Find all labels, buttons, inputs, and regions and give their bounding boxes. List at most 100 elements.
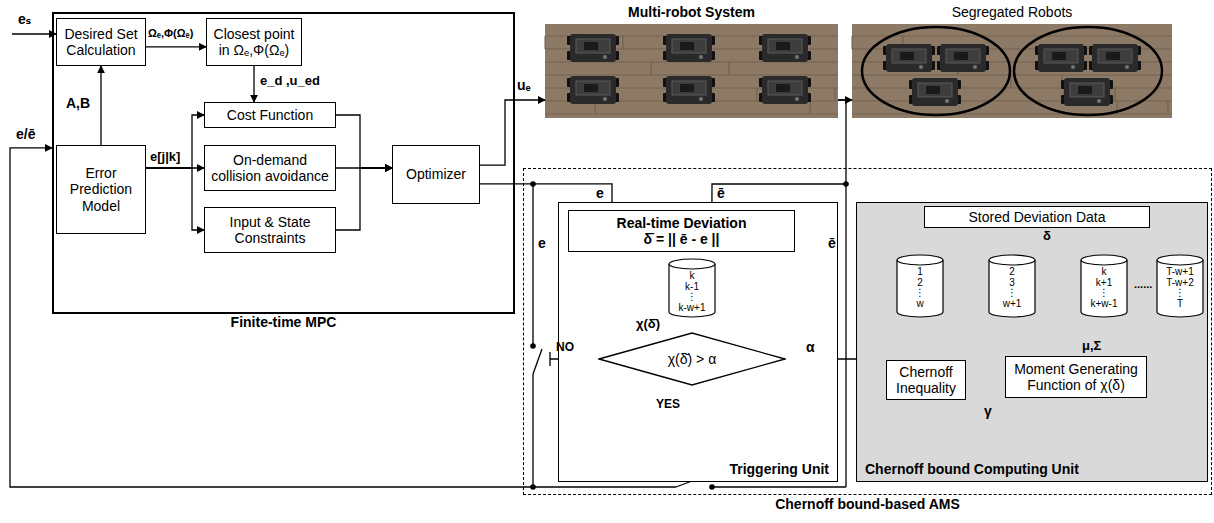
signal-label: ...... [1134, 278, 1152, 290]
diamond-shape [599, 333, 785, 385]
connector-arrow [146, 168, 204, 230]
group-circle [862, 27, 1010, 115]
robot-sensor [1125, 65, 1129, 69]
box-text: Moment Generating Function of χ(δ) [1010, 361, 1142, 393]
robot-body [762, 34, 808, 62]
robot-sensor [1071, 65, 1075, 69]
robot-plate [1044, 49, 1078, 63]
floor-plank [852, 101, 1172, 102]
junction-dot [530, 343, 536, 349]
section-heading: Triggering Unit [729, 461, 829, 477]
index-label: 3 [1009, 278, 1015, 289]
index-label: ⋮ [915, 288, 925, 299]
box-text: Real-time Deviation [617, 215, 747, 231]
robot-photo: Multi-robot System [545, 4, 838, 118]
floor-seam [810, 101, 811, 114]
floor-photo [852, 24, 1172, 118]
robot-plate [672, 81, 706, 95]
index-label: k-1 [685, 282, 699, 293]
edge-label: e_d ,u_ed [260, 74, 320, 88]
robot-body [912, 78, 958, 106]
section-heading: Segregated Robots [852, 4, 1172, 20]
floor-seam [651, 62, 652, 75]
index-label: 1 [917, 267, 923, 278]
robot-board [1078, 86, 1092, 94]
robot-sensor [919, 65, 923, 69]
database-cylinder: 23⋮w+1 [988, 254, 1036, 318]
floor-plank [852, 88, 1172, 89]
robot-figure [759, 34, 811, 62]
index-label: ⋮ [1099, 288, 1109, 299]
robot-figure [663, 76, 715, 104]
index-label: k [690, 271, 695, 282]
connector-arrow [480, 100, 545, 165]
index-label: ⋮ [1007, 288, 1017, 299]
connector-arrow [146, 46, 206, 47]
box-text: Chernoff Inequality [891, 364, 961, 396]
box-text: Input & State Constraints [209, 214, 331, 246]
input-arrow [12, 33, 56, 34]
section-heading: Finite-time MPC [54, 314, 513, 330]
robot-board [680, 42, 694, 50]
robot-sensor [795, 55, 799, 59]
edge-label: ē [717, 186, 725, 201]
robot-plate [1098, 49, 1132, 63]
decision-diamond: χ(δ̄) > α [598, 332, 786, 386]
robot-figure [1035, 44, 1087, 72]
robot-figure [937, 44, 989, 72]
floor-plank [852, 75, 1172, 76]
signal-wire [712, 486, 846, 487]
index-label: T-w+2 [1166, 278, 1194, 289]
junction-dot [530, 484, 536, 490]
edge-label: χ(δ̄) [636, 317, 660, 331]
robot-board [900, 52, 914, 60]
edge-label: e [596, 186, 604, 201]
index-label: w+1 [1003, 299, 1022, 310]
robot-board [776, 42, 790, 50]
floor-seam [1168, 101, 1169, 114]
signal-label: eₛ [18, 12, 31, 27]
robot-figure [1089, 44, 1141, 72]
index-label: k [1102, 267, 1107, 278]
robot-plate [1070, 83, 1104, 97]
robot-plate [946, 49, 980, 63]
database-cylinder: T-w+1T-w+2⋮T [1156, 254, 1204, 318]
edge-label: e/ē [16, 127, 35, 142]
connector-arrow [253, 66, 254, 102]
robot-sensor [1097, 99, 1101, 103]
robot-board [584, 42, 598, 50]
cylinder-top [1157, 255, 1203, 265]
dashed-region: Chernoff bound-based AMSTriggering UnitR… [523, 168, 1212, 495]
edge-label: e[j|k] [150, 150, 180, 164]
box-text: Desired Set Calculation [61, 26, 141, 58]
section-heading: Chernoff bound Computing Unit [865, 461, 1079, 477]
process-box: Chernoff Inequality [886, 360, 966, 400]
robot-plate [918, 83, 952, 97]
robot-figure [909, 78, 961, 106]
robot-sensor [603, 97, 607, 101]
floor-seam [623, 36, 624, 49]
index-label: k+1 [1096, 278, 1112, 289]
robot-body [666, 76, 712, 104]
connector-arrow [712, 100, 846, 210]
cylinder-top [989, 255, 1035, 265]
process-box: Moment Generating Function of χ(δ) [1005, 356, 1147, 398]
index-label: 2 [917, 278, 923, 289]
process-box: Real-time Deviationδ̄ = || ē - e || [568, 210, 795, 252]
robot-plate [672, 39, 706, 53]
index-label: T-w+1 [1166, 267, 1194, 278]
robot-plate [768, 81, 802, 95]
signal-label: δ [1043, 229, 1051, 243]
wood-floor [545, 24, 838, 118]
robot-sensor [945, 99, 949, 103]
robot-photo: Segregated Robots [852, 4, 1172, 118]
robot-board [680, 84, 694, 92]
floor-seam [1115, 88, 1116, 101]
junction-dot [709, 484, 715, 490]
robot-figure [883, 44, 935, 72]
cylinder-body [1157, 260, 1203, 317]
signal-label: NO [556, 341, 574, 354]
box-text: χ(δ̄) > α [668, 351, 717, 367]
signal-label: γ [984, 404, 992, 419]
